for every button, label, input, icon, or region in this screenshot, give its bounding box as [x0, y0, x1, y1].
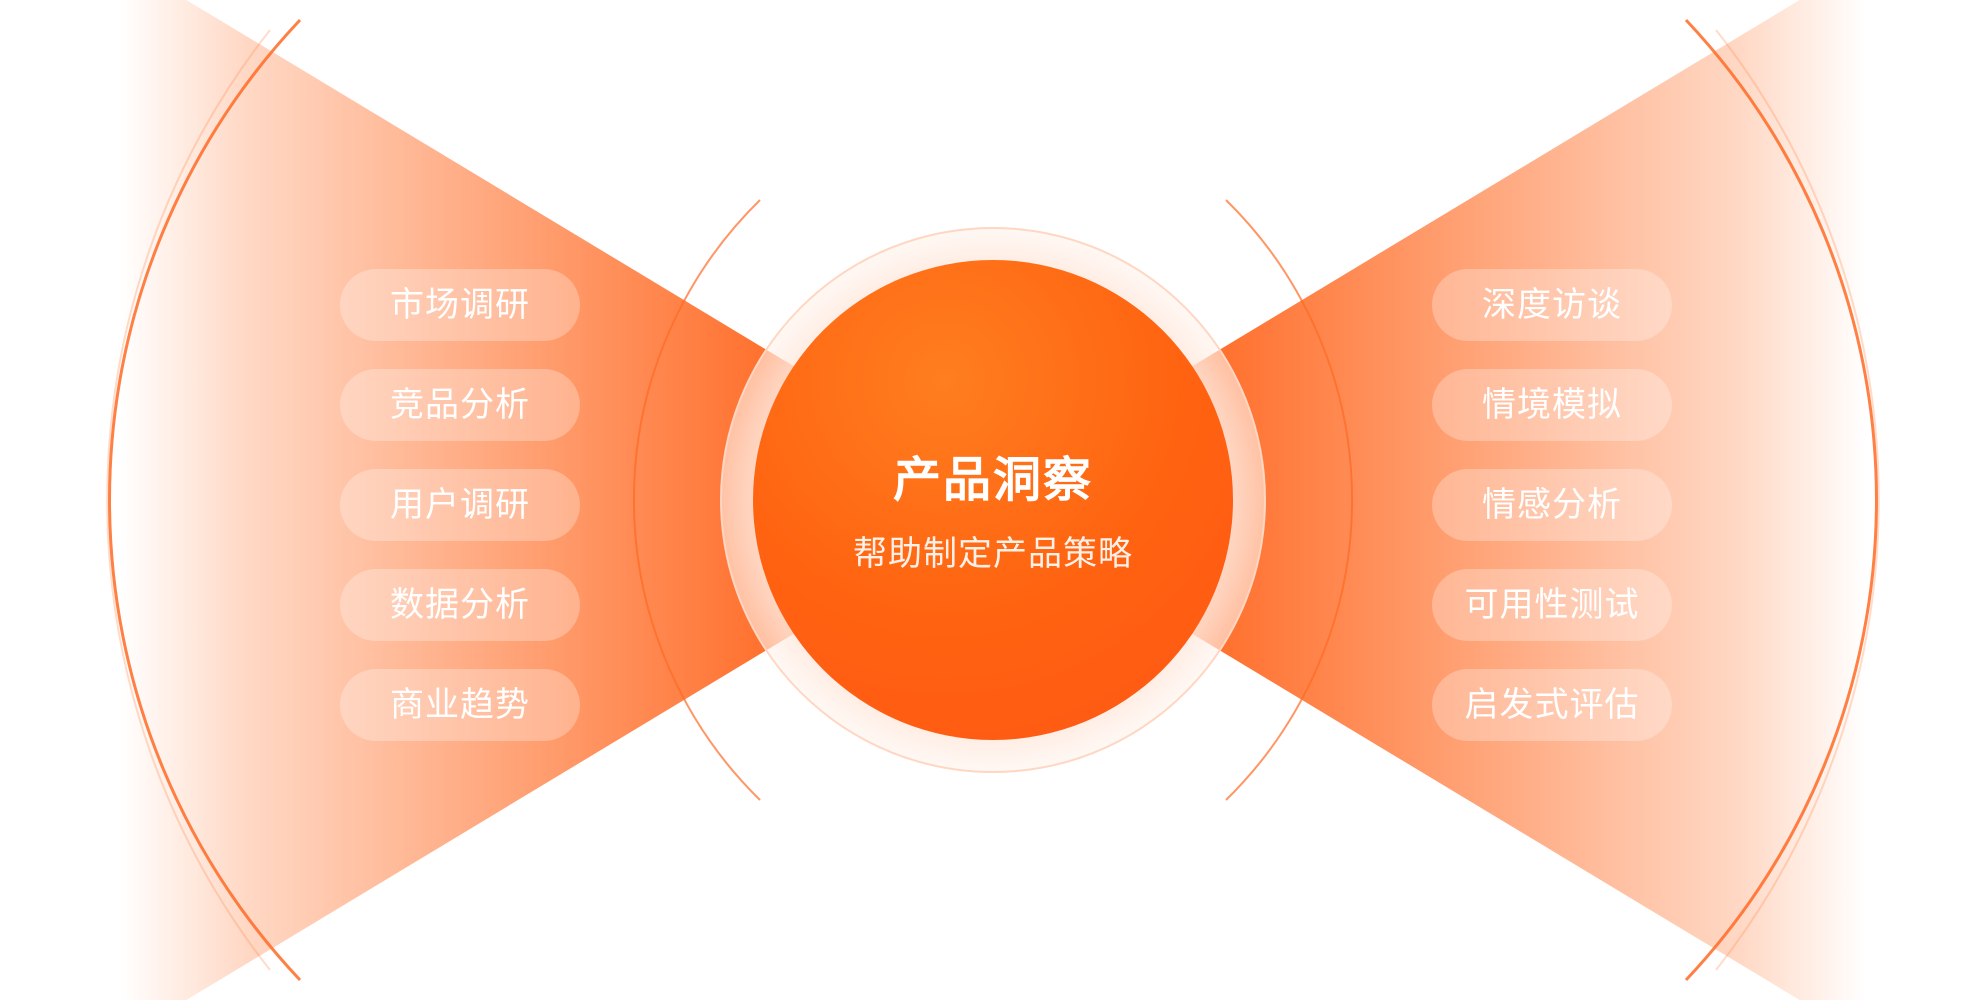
left-outer-arc: [108, 18, 302, 982]
right-item-scenario-simulation: 情境模拟: [1432, 369, 1672, 441]
left-item-market-research: 市场调研: [340, 269, 580, 341]
left-item-user-research: 用户调研: [340, 469, 580, 541]
center-circle: [753, 260, 1233, 740]
right-fan: [1186, 0, 1866, 1000]
right-inner-arc: [1225, 199, 1354, 801]
right-item-usability-testing: 可用性测试: [1432, 569, 1672, 641]
right-item-in-depth-interview: 深度访谈: [1432, 269, 1672, 341]
center-halo-ring: [720, 227, 1266, 773]
right-outer-arc-faint: [1715, 29, 1880, 971]
center-subtitle: 帮助制定产品策略: [853, 534, 1133, 574]
left-fan: [120, 0, 800, 1000]
right-item-heuristic-evaluation: 启发式评估: [1432, 669, 1672, 741]
center-title: 产品洞察: [892, 452, 1093, 508]
left-item-business-trends: 商业趋势: [340, 669, 580, 741]
left-item-competitor-analysis: 竞品分析: [340, 369, 580, 441]
left-inner-arc: [632, 199, 761, 801]
left-item-data-analysis: 数据分析: [340, 569, 580, 641]
left-outer-arc-faint: [106, 29, 271, 971]
right-item-sentiment-analysis: 情感分析: [1432, 469, 1672, 541]
right-outer-arc: [1684, 18, 1878, 982]
